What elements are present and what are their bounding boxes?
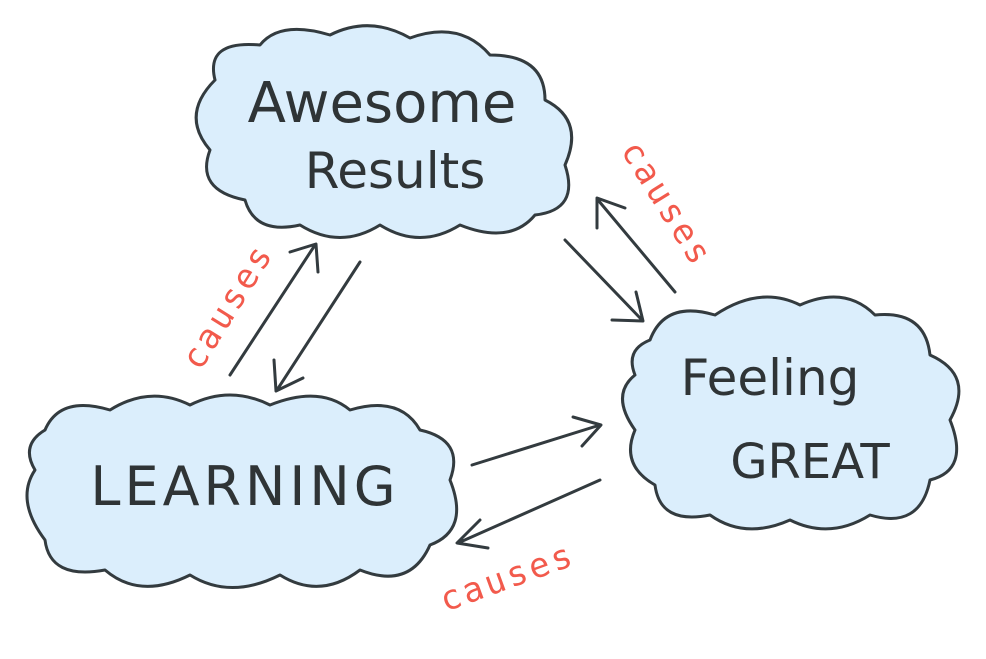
arrow-learning-to-awesome <box>228 242 320 377</box>
causes-label-learning-awesome: causes <box>174 236 283 377</box>
causes-label-feeling-learning: causes <box>434 535 580 621</box>
arrow-awesome-to-learning <box>272 260 362 393</box>
cloud-awesome-results: Awesome Results <box>194 24 574 239</box>
cloud-learning: LEARNING <box>25 393 459 589</box>
cloud-feeling-great: Feeling GREAT <box>621 295 961 531</box>
arrow-awesome-to-feeling <box>563 238 645 323</box>
awesome-label-line1: Awesome <box>248 71 517 136</box>
causes-label-feeling-awesome: causes <box>612 134 721 275</box>
arrow-feeling-to-awesome <box>595 196 677 294</box>
feeling-label-line2: GREAT <box>730 434 890 490</box>
awesome-label-line2: Results <box>305 142 486 200</box>
arrow-learning-to-feeling <box>470 415 603 467</box>
learning-label: LEARNING <box>90 455 399 518</box>
feeling-label-line1: Feeling <box>681 349 860 407</box>
arrow-feeling-to-learning <box>455 478 602 550</box>
